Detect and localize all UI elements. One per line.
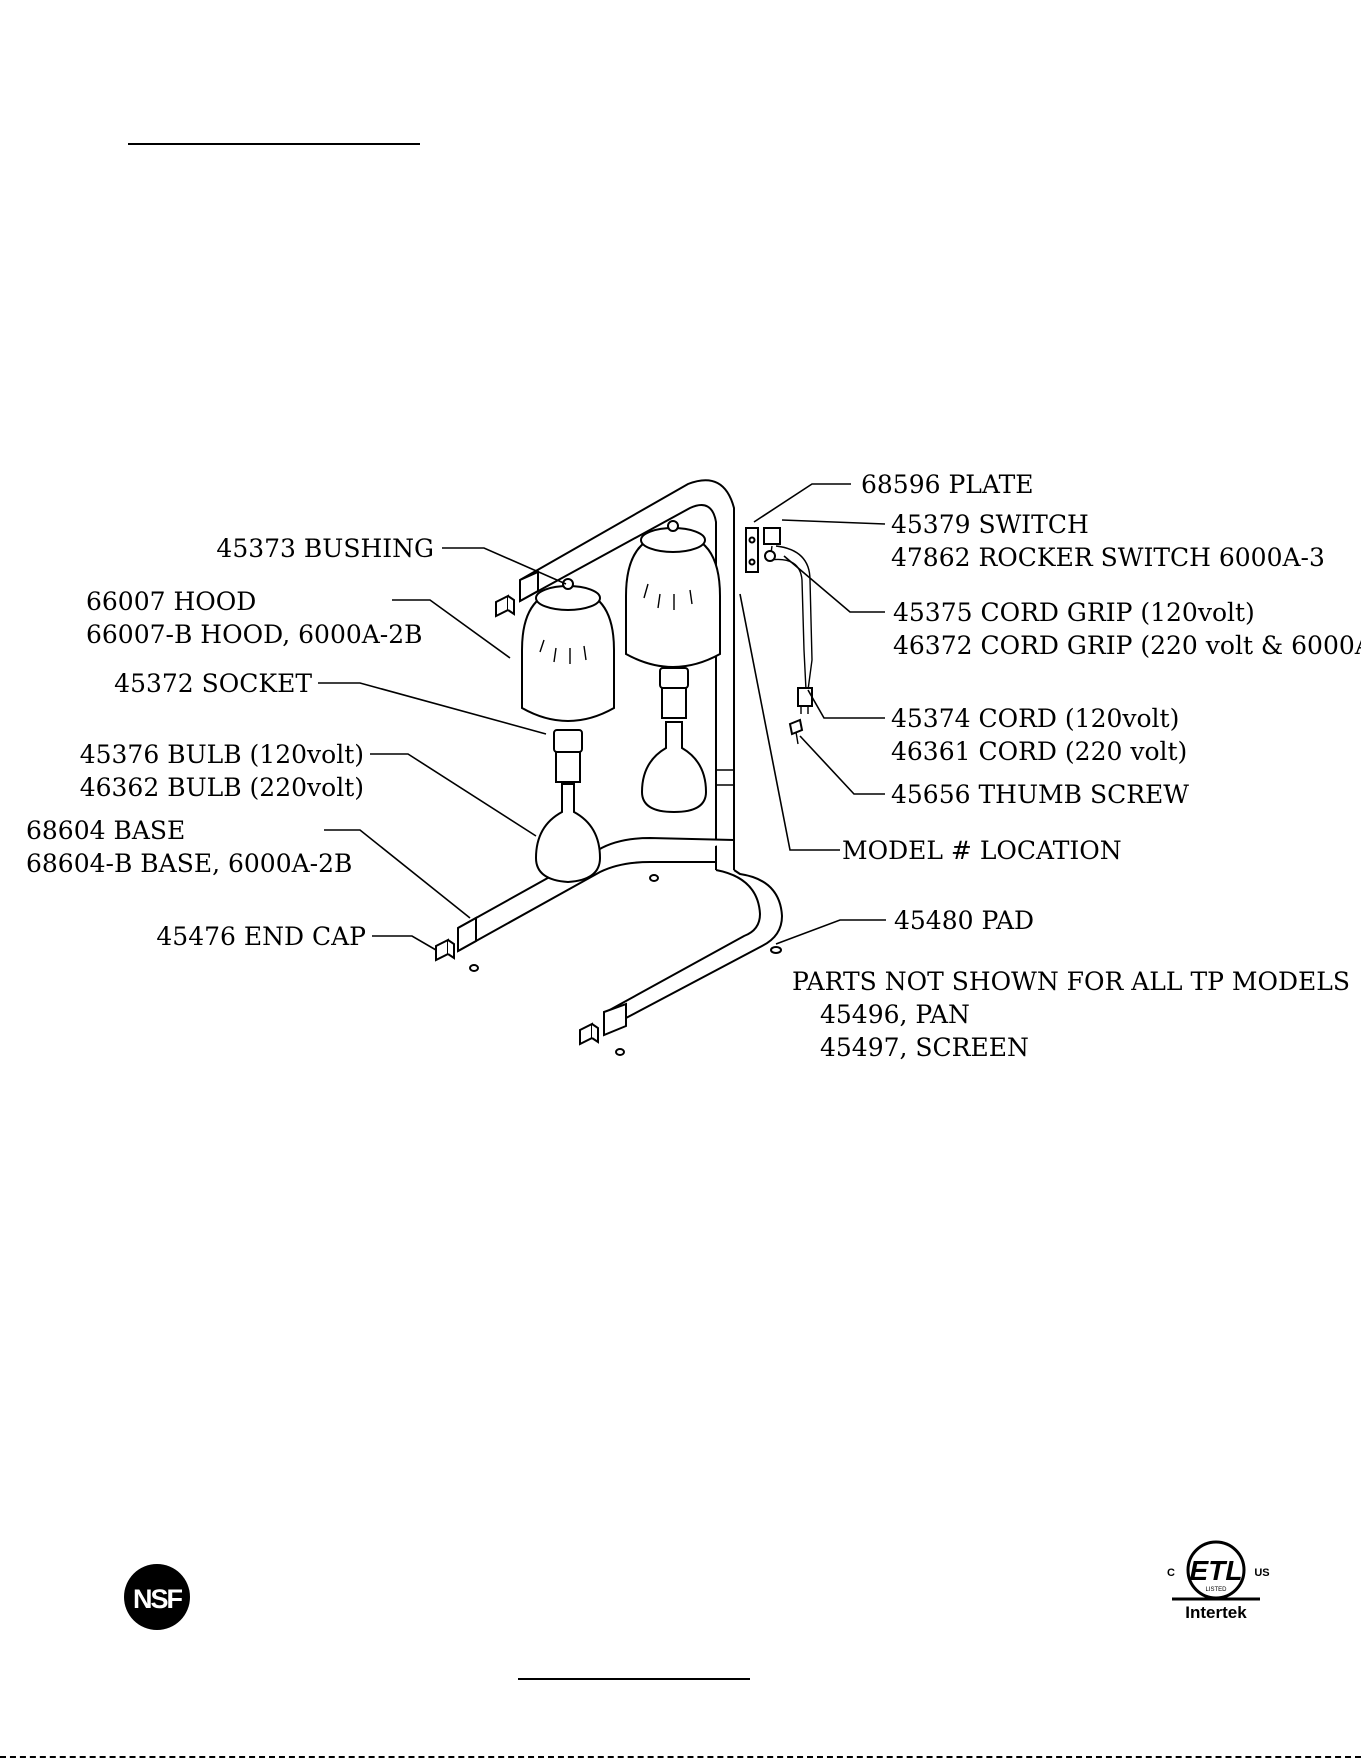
label-bulb-120: 45376 BULB (120volt) — [80, 740, 364, 769]
top-rule — [128, 143, 420, 145]
label-hood: 66007 HOOD — [86, 587, 256, 616]
left-lamp — [521, 578, 615, 884]
left-hood — [521, 588, 615, 722]
right-hood — [625, 532, 721, 668]
nsf-logo: NSF — [124, 1564, 190, 1630]
intertek-wordmark: Intertek — [1185, 1603, 1247, 1622]
cord-grip-part — [764, 550, 776, 562]
svg-text:NSF: NSF — [133, 1584, 183, 1614]
bottom-rule — [518, 1678, 750, 1680]
label-bushing: 45373 BUSHING — [216, 534, 434, 563]
label-socket: 45372 SOCKET — [114, 669, 312, 698]
label-thumb-screw: 45656 THUMB SCREW — [891, 780, 1189, 809]
label-pan: 45496, PAN — [820, 1000, 970, 1029]
loose-parts — [435, 527, 813, 1056]
end-cap-front — [435, 938, 449, 962]
svg-text:LISTED: LISTED — [1205, 1587, 1227, 1593]
label-cord-grip-120: 45375 CORD GRIP (120volt) — [893, 598, 1255, 627]
right-lamp — [625, 520, 721, 814]
pad-3 — [649, 874, 659, 882]
label-bulb-220: 46362 BULB (220volt) — [80, 773, 364, 802]
label-base-b: 68604-B BASE, 6000A-2B — [26, 849, 352, 878]
label-model-location: MODEL # LOCATION — [842, 836, 1122, 865]
part-labels: 68596 PLATE 45379 SWITCH 47862 ROCKER SW… — [26, 470, 1361, 1062]
svg-text:US: US — [1254, 1567, 1269, 1579]
label-rocker-switch: 47862 ROCKER SWITCH 6000A-3 — [891, 543, 1325, 572]
label-screen: 45497, SCREEN — [820, 1033, 1029, 1062]
label-switch: 45379 SWITCH — [891, 510, 1089, 539]
pad-4 — [770, 946, 782, 954]
label-pad: 45480 PAD — [894, 906, 1034, 935]
svg-text:C: C — [1167, 1567, 1175, 1579]
thumb-screw-part — [788, 718, 804, 736]
label-end-cap: 45476 END CAP — [156, 922, 366, 951]
page-edge-dashes — [0, 1756, 1361, 1758]
switch-part — [763, 527, 781, 545]
pad-1 — [469, 964, 479, 972]
end-cap-top — [495, 594, 509, 618]
label-cord-grip-220: 46372 CORD GRIP (220 volt & 6000A-3) — [893, 631, 1361, 660]
cord-part — [769, 545, 807, 691]
end-cap-back — [579, 1022, 593, 1046]
leader-lines — [318, 483, 886, 951]
left-socket — [553, 729, 583, 753]
stand-frame — [457, 479, 784, 1037]
etl-listed-logo: ETL LISTED C US Intertek — [1167, 1540, 1270, 1622]
label-parts-not-shown: PARTS NOT SHOWN FOR ALL TP MODELS — [792, 967, 1350, 996]
label-base: 68604 BASE — [26, 816, 185, 845]
label-hood-b: 66007-B HOOD, 6000A-2B — [86, 620, 423, 649]
label-cord-120: 45374 CORD (120volt) — [891, 704, 1179, 733]
pad-2 — [615, 1048, 625, 1056]
left-bulb — [534, 783, 602, 884]
svg-text:ETL: ETL — [1190, 1555, 1243, 1586]
label-plate: 68596 PLATE — [861, 470, 1034, 499]
label-cord-220: 46361 CORD (220 volt) — [891, 737, 1187, 766]
